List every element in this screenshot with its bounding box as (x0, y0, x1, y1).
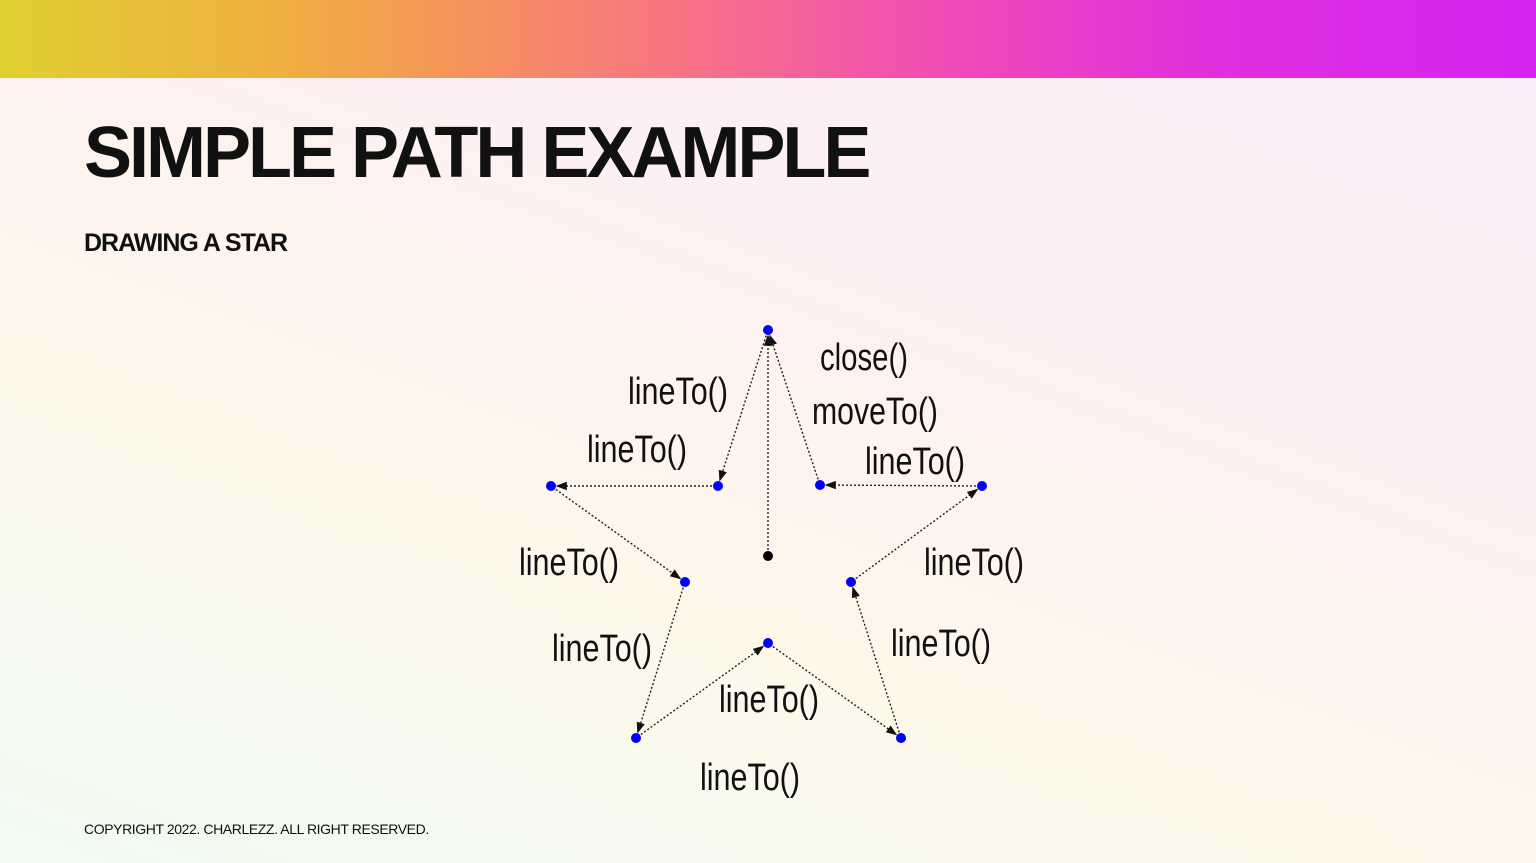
star-vertex-point (896, 733, 906, 743)
label-line1: lineTo() (628, 371, 728, 413)
start-point (763, 551, 773, 561)
lineto-arrow (718, 335, 767, 482)
gradient-banner (0, 0, 1536, 78)
lineto-arrow (824, 480, 977, 490)
star-vertex-point (546, 481, 556, 491)
lineto-arrow (851, 586, 900, 733)
star-vertex-point (713, 481, 723, 491)
label-line8: lineTo() (924, 542, 1024, 584)
copyright-footer: COPYRIGHT 2022. CHARLEZZ. ALL RIGHT RESE… (84, 821, 429, 837)
label-line4: lineTo() (552, 628, 652, 670)
lineto-arrow (555, 488, 682, 580)
lineto-arrow (772, 645, 898, 736)
lineto-arrow (640, 645, 765, 736)
star-vertex-point (977, 481, 987, 491)
label-line6: lineTo() (719, 679, 819, 721)
star-vertex-point (846, 577, 856, 587)
star-vertex-point (680, 577, 690, 587)
label-line9: lineTo() (865, 441, 965, 483)
close-arrow (769, 334, 819, 480)
star-vertex-point (815, 480, 825, 490)
label-moveto: moveTo() (812, 391, 938, 433)
lineto-arrow (636, 587, 684, 734)
slide-subtitle: DRAWING A STAR (84, 229, 288, 257)
slide-title: SIMPLE PATH EXAMPLE (84, 113, 871, 193)
label-line5: lineTo() (700, 757, 800, 799)
star-vertex-point (631, 733, 641, 743)
label-line2: lineTo() (587, 429, 687, 471)
path-labels: lineTo() lineTo() lineTo() lineTo() line… (519, 337, 1024, 799)
star-vertex-point (763, 325, 773, 335)
label-close: close() (820, 337, 908, 379)
label-line3: lineTo() (519, 542, 619, 584)
label-line7: lineTo() (891, 623, 991, 665)
lineto-arrow (855, 488, 979, 580)
star-vertex-point (763, 638, 773, 648)
